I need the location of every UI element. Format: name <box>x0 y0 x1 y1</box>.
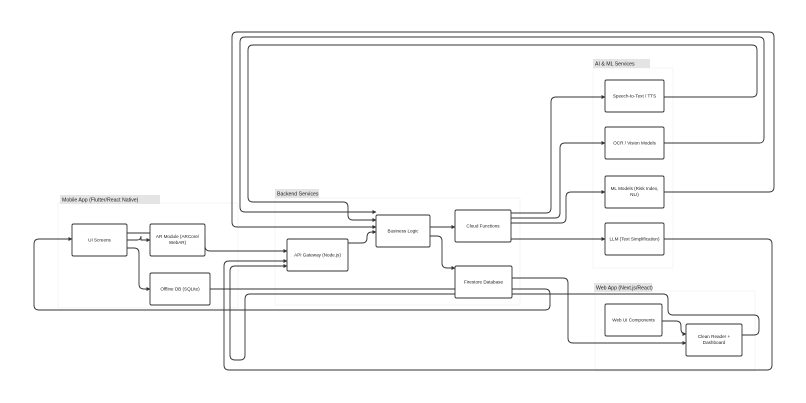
edge-ml-loop-to-business <box>231 31 775 230</box>
node-speech-to-text[interactable]: Speech-to-Text / TTS <box>604 79 665 113</box>
node-clean-reader-dashboard[interactable]: Clean Reader +Dashboard <box>685 323 743 357</box>
node-web-ui-components[interactable]: Web UI Components <box>604 303 663 337</box>
node-ml-models[interactable]: ML Models (Risk Index,NLI) <box>604 175 665 209</box>
node-label-line: OCR / Vision Models <box>613 141 656 146</box>
node-label-line: NLI) <box>630 192 639 197</box>
node-business-logic[interactable]: Business Logic <box>375 214 431 248</box>
svg-text:Firestore Database: Firestore Database <box>464 280 504 285</box>
node-offline-db[interactable]: Offline DB (SQLite) <box>149 272 211 306</box>
node-label-line: WebAR) <box>169 240 187 245</box>
edges <box>33 31 775 371</box>
node-label-line: Cloud Functions <box>466 224 500 229</box>
node-firestore-database[interactable]: Firestore Database <box>454 265 513 299</box>
group-label-web-app: Web App (Next.js/React) <box>596 286 653 292</box>
node-llm[interactable]: LLM (Text Simplification) <box>604 222 665 256</box>
node-label-line: UI Screens <box>88 238 111 243</box>
svg-text:ML Models (Risk Index,NLI): ML Models (Risk Index,NLI) <box>611 186 659 197</box>
edge-api-to-business-logic <box>348 229 377 244</box>
svg-text:Speech-to-Text / TTS: Speech-to-Text / TTS <box>613 94 656 99</box>
node-label-line: Speech-to-Text / TTS <box>613 94 656 99</box>
edge-speech-loop-to-business <box>247 44 758 223</box>
node-label-line: Business Logic <box>388 229 420 234</box>
node-label-line: API Gateway (Node.js) <box>294 253 341 258</box>
node-cloud-functions[interactable]: Cloud Functions <box>454 209 512 243</box>
node-label-line: Web UI Components <box>612 318 655 323</box>
group-tag <box>275 189 319 198</box>
group-tag <box>593 59 650 68</box>
edge-business-to-firestore <box>430 235 456 271</box>
edge-cloud-to-ml <box>511 189 606 224</box>
svg-text:LLM (Text Simplification): LLM (Text Simplification) <box>609 237 660 242</box>
node-label-line: AR Module (ARCore/ <box>156 234 200 239</box>
node-label-line: Clean Reader + <box>698 334 731 339</box>
edge-cloud-to-speech <box>511 94 606 214</box>
svg-text:OCR / Vision Models: OCR / Vision Models <box>613 141 656 146</box>
svg-text:Business Logic: Business Logic <box>388 229 420 234</box>
svg-text:UI Screens: UI Screens <box>88 238 111 243</box>
edge-llm-to-api-gateway <box>223 238 773 371</box>
group-tag <box>60 195 160 204</box>
node-label-line: LLM (Text Simplification) <box>609 237 660 242</box>
node-api-gateway[interactable]: API Gateway (Node.js) <box>286 238 349 272</box>
svg-text:Cloud Functions: Cloud Functions <box>466 224 500 229</box>
edge-ui-to-ar <box>127 235 151 243</box>
edge-firestore-loop-to-ui <box>33 236 551 311</box>
svg-text:Offline DB (SQLite): Offline DB (SQLite) <box>160 287 200 292</box>
group-label-ai-ml-services: AI & ML Services <box>595 62 635 68</box>
node-label-line: Offline DB (SQLite) <box>160 287 200 292</box>
group-tag <box>594 283 652 292</box>
node-label-line: Firestore Database <box>464 280 504 285</box>
group-label-mobile-app: Mobile App (Flutter/React Native) <box>62 198 139 204</box>
svg-text:API Gateway (Node.js): API Gateway (Node.js) <box>294 253 341 258</box>
svg-text:Web UI Components: Web UI Components <box>612 318 655 323</box>
edge-cloud-to-ocr <box>511 140 606 219</box>
node-ocr-vision[interactable]: OCR / Vision Models <box>604 126 665 160</box>
node-ui-screens[interactable]: UI Screens <box>71 223 128 257</box>
edge-web-ui-to-clean-reader <box>662 320 687 337</box>
node-ar-module[interactable]: AR Module (ARCore/WebAR) <box>149 223 206 257</box>
svg-text:AR Module (ARCore/WebAR): AR Module (ARCore/WebAR) <box>156 234 200 245</box>
svg-text:Clean Reader +Dashboard: Clean Reader +Dashboard <box>698 334 731 345</box>
edge-firestore-to-clean-reader <box>512 277 687 346</box>
node-label-line: ML Models (Risk Index, <box>611 186 659 191</box>
edge-ui-to-offline-db <box>127 247 151 292</box>
group-label-backend-services: Backend Services <box>277 192 319 198</box>
edge-ocr-loop-to-business <box>239 36 765 215</box>
node-label-line: Dashboard <box>703 340 726 345</box>
